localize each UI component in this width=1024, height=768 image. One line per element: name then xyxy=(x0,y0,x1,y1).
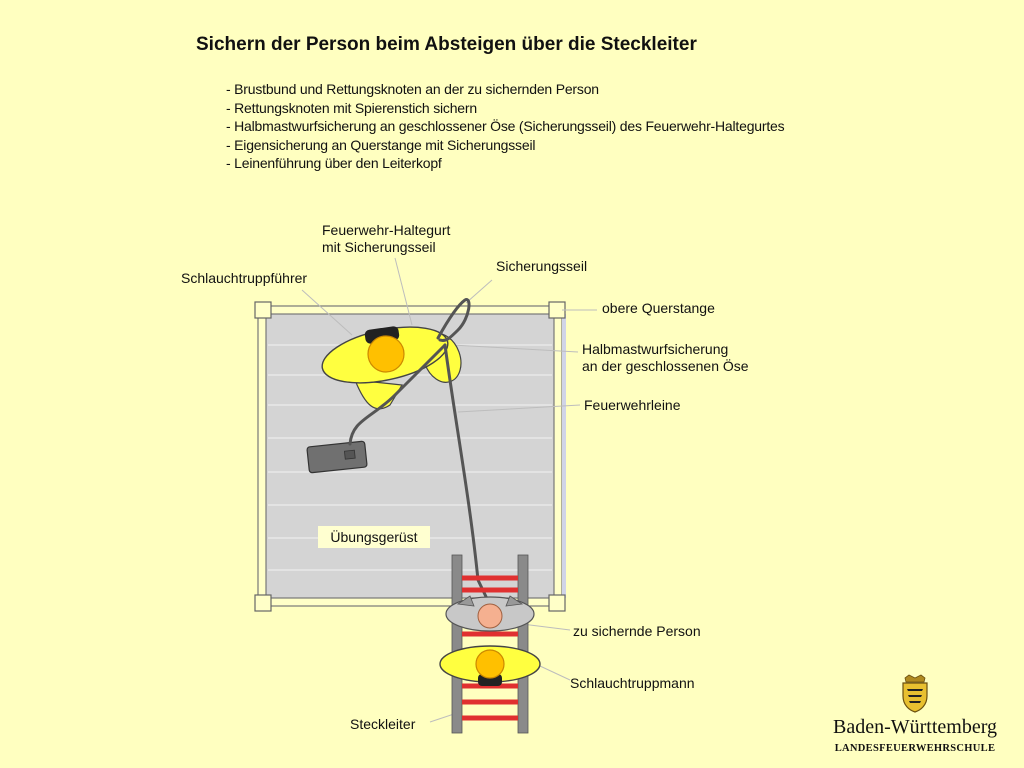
logo-name: Baden-Württemberg xyxy=(832,716,997,738)
schlauchtruppmann-figure xyxy=(439,645,541,686)
label-schlauchtruppmann: Schlauchtruppmann xyxy=(570,675,695,691)
coat-of-arms-icon xyxy=(902,674,928,713)
label-uebungsgeruest: Übungsgerüst xyxy=(318,526,430,548)
schlauchtruppfuehrer-figure xyxy=(321,326,462,410)
label-schlauchtruppfuehrer: Schlauchtruppführer xyxy=(181,270,308,286)
instruction-list: - Brustbund und Rettungsknoten an der zu… xyxy=(226,80,785,173)
helmet-icon xyxy=(475,649,505,679)
helmet-icon xyxy=(367,335,405,373)
label-zu-sichernde-person: zu sichernde Person xyxy=(573,623,701,639)
instruction-item: - Brustbund und Rettungsknoten an der zu… xyxy=(226,81,599,97)
instruction-item: - Leinenführung über den Leiterkopf xyxy=(226,155,442,171)
label-haltegurt: Feuerwehr-Haltegurt mit Sicherungsseil xyxy=(322,222,451,255)
instruction-item: - Halbmastwurfsicherung an geschlossener… xyxy=(226,118,785,134)
ropes xyxy=(348,298,492,607)
label-sicherungsseil: Sicherungsseil xyxy=(496,258,588,274)
label-steckleiter: Steckleiter xyxy=(350,716,416,732)
steckleiter xyxy=(451,554,529,734)
instruction-item: - Rettungsknoten mit Spierenstich sicher… xyxy=(226,99,477,116)
line-bag-icon xyxy=(306,440,368,474)
logo-subtitle: LANDESFEUERWEHRSCHULE xyxy=(834,743,996,754)
landesfeuerwehrschule-logo: Baden-Württemberg LANDESFEUERWEHRSCHULE xyxy=(820,674,1010,762)
label-feuerwehrleine: Feuerwehrleine xyxy=(584,397,681,413)
instruction-item: - Eigensicherung an Querstange mit Siche… xyxy=(226,136,536,153)
zu-sichernde-person-figure xyxy=(445,595,535,632)
page-title: Sichern der Person beim Absteigen über d… xyxy=(196,34,697,55)
label-halbmastwurfsicherung: Halbmastwurfsicherung an der geschlossen… xyxy=(582,341,749,374)
label-obere-querstange: obere Querstange xyxy=(602,300,715,316)
obere-querstange xyxy=(257,305,563,315)
